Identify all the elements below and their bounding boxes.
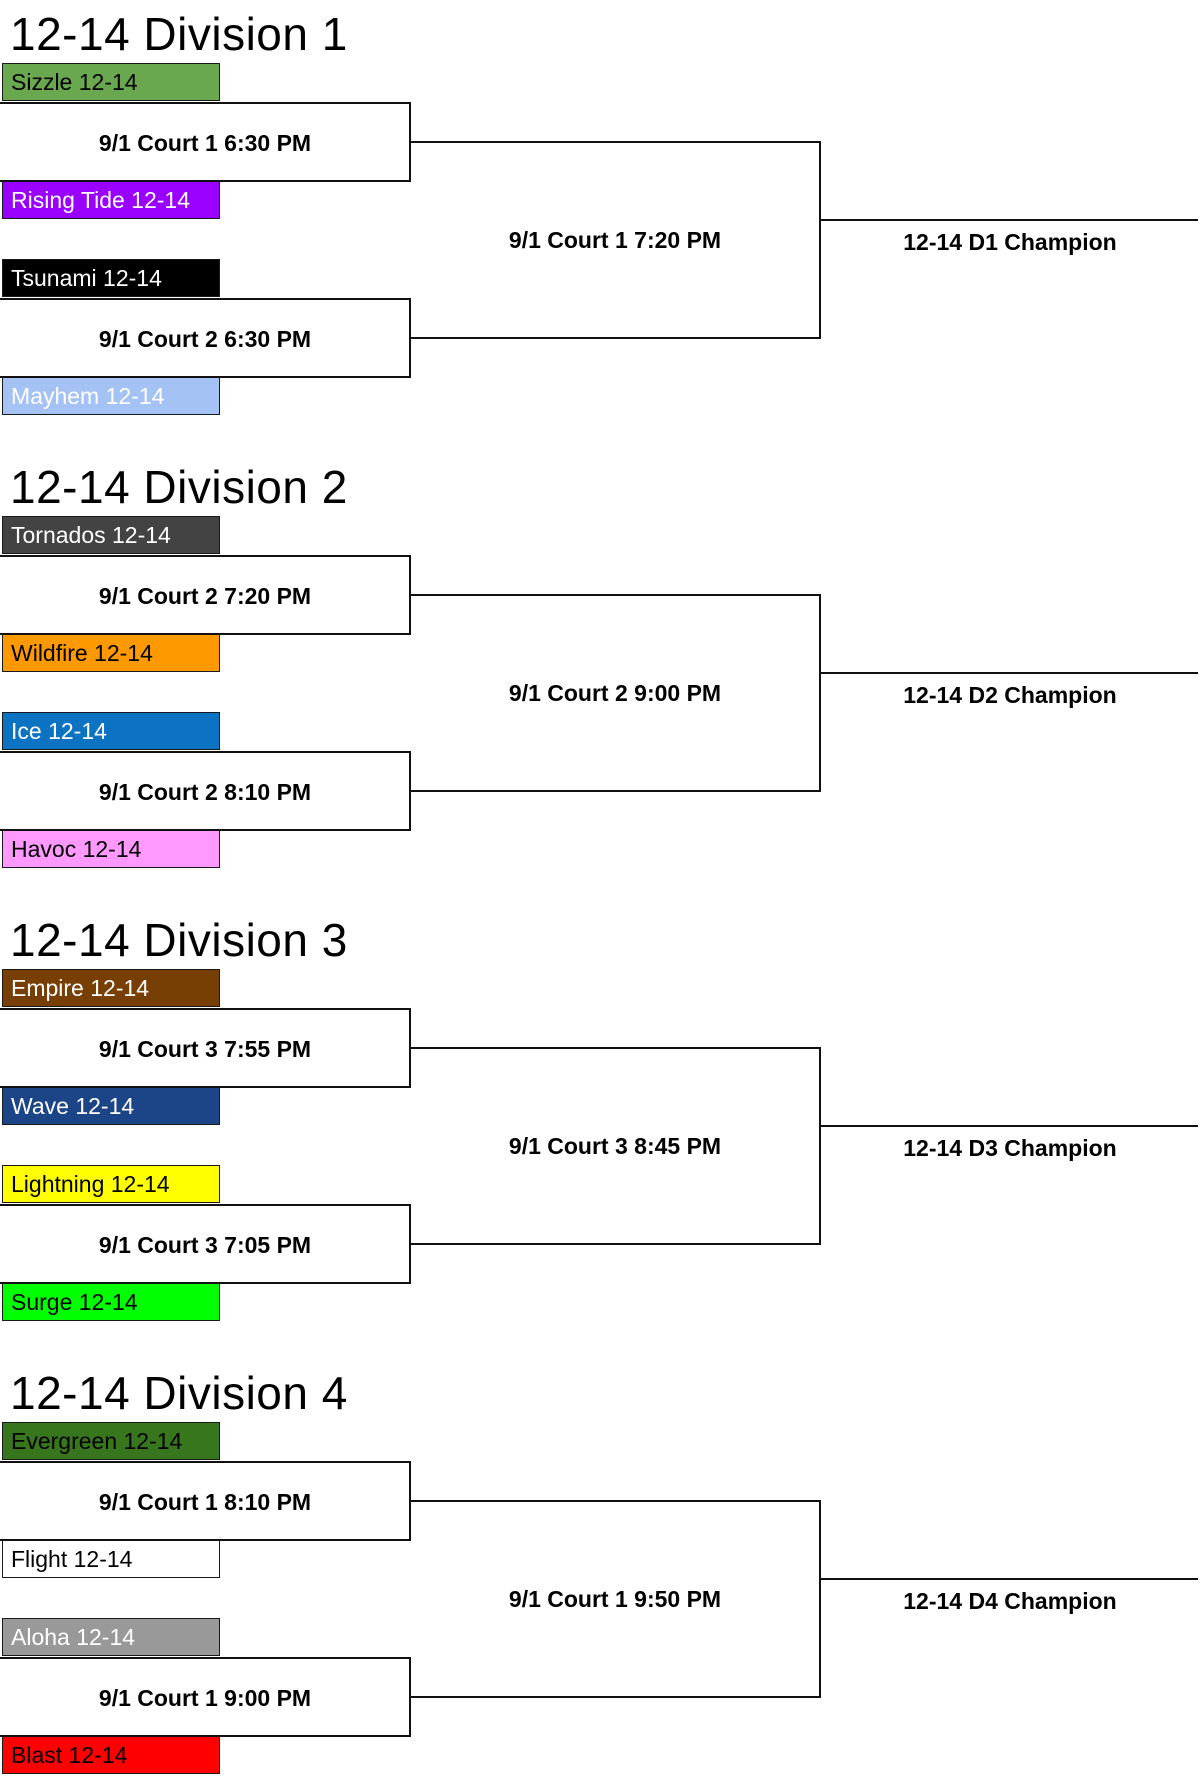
bracket-line: [410, 594, 820, 596]
bracket-line: [819, 1047, 821, 1245]
team-slot[interactable]: Ice 12-14: [2, 712, 220, 750]
game-time-label: 9/1 Court 3 7:55 PM: [98, 1036, 312, 1062]
bracket-line: [410, 1047, 820, 1049]
bracket-line: [0, 1657, 410, 1659]
game-time-label: 9/1 Court 2 7:20 PM: [98, 583, 312, 609]
bracket-line: [0, 376, 410, 378]
bracket-line: [0, 829, 410, 831]
bracket-line: [410, 1243, 820, 1245]
division-title: 12-14 Division 4: [10, 1367, 348, 1419]
team-slot[interactable]: Sizzle 12-14: [2, 63, 220, 101]
final-game-label: 9/1 Court 1 7:20 PM: [508, 227, 722, 253]
team-slot[interactable]: Rising Tide 12-14: [2, 181, 220, 219]
bracket-line: [0, 102, 410, 104]
bracket-line: [0, 1735, 410, 1737]
bracket-line: [0, 1282, 410, 1284]
bracket-line: [819, 594, 821, 792]
team-slot[interactable]: Aloha 12-14: [2, 1618, 220, 1656]
bracket-line: [819, 1500, 821, 1698]
bracket-line: [0, 1539, 410, 1541]
bracket-line: [0, 1204, 410, 1206]
bracket-line: [410, 790, 820, 792]
bracket-line: [0, 298, 410, 300]
team-slot[interactable]: Evergreen 12-14: [2, 1422, 220, 1460]
final-game-label: 9/1 Court 1 9:50 PM: [508, 1586, 722, 1612]
team-slot[interactable]: Tsunami 12-14: [2, 259, 220, 297]
bracket-line: [410, 1500, 820, 1502]
team-slot[interactable]: Wave 12-14: [2, 1087, 220, 1125]
bracket-line: [410, 337, 820, 339]
champion-line: [820, 1125, 1198, 1127]
game-time-label: 9/1 Court 2 6:30 PM: [98, 326, 312, 352]
champion-line: [820, 672, 1198, 674]
team-slot[interactable]: Empire 12-14: [2, 969, 220, 1007]
team-slot[interactable]: Blast 12-14: [2, 1736, 220, 1774]
game-time-label: 9/1 Court 1 9:00 PM: [98, 1685, 312, 1711]
division-title: 12-14 Division 3: [10, 914, 348, 966]
final-game-label: 9/1 Court 2 9:00 PM: [508, 680, 722, 706]
team-slot[interactable]: Lightning 12-14: [2, 1165, 220, 1203]
champion-line: [820, 219, 1198, 221]
champion-label: 12-14 D2 Champion: [903, 682, 1117, 708]
division-title: 12-14 Division 1: [10, 8, 348, 60]
game-time-label: 9/1 Court 3 7:05 PM: [98, 1232, 312, 1258]
team-slot[interactable]: Mayhem 12-14: [2, 377, 220, 415]
bracket-line: [0, 751, 410, 753]
bracket-line: [410, 141, 820, 143]
game-time-label: 9/1 Court 1 8:10 PM: [98, 1489, 312, 1515]
champion-label: 12-14 D1 Champion: [903, 229, 1117, 255]
division-title: 12-14 Division 2: [10, 461, 348, 513]
bracket-line: [0, 555, 410, 557]
game-time-label: 9/1 Court 2 8:10 PM: [98, 779, 312, 805]
team-slot[interactable]: Wildfire 12-14: [2, 634, 220, 672]
champion-label: 12-14 D4 Champion: [903, 1588, 1117, 1614]
team-slot[interactable]: Tornados 12-14: [2, 516, 220, 554]
champion-line: [820, 1578, 1198, 1580]
team-slot[interactable]: Surge 12-14: [2, 1283, 220, 1321]
bracket-line: [0, 1008, 410, 1010]
team-slot[interactable]: Havoc 12-14: [2, 830, 220, 868]
bracket-line: [0, 180, 410, 182]
game-time-label: 9/1 Court 1 6:30 PM: [98, 130, 312, 156]
final-game-label: 9/1 Court 3 8:45 PM: [508, 1133, 722, 1159]
champion-label: 12-14 D3 Champion: [903, 1135, 1117, 1161]
team-slot[interactable]: Flight 12-14: [2, 1540, 220, 1578]
bracket-line: [410, 1696, 820, 1698]
bracket-line: [0, 1086, 410, 1088]
bracket-line: [0, 633, 410, 635]
bracket-line: [819, 141, 821, 339]
bracket-line: [0, 1461, 410, 1463]
